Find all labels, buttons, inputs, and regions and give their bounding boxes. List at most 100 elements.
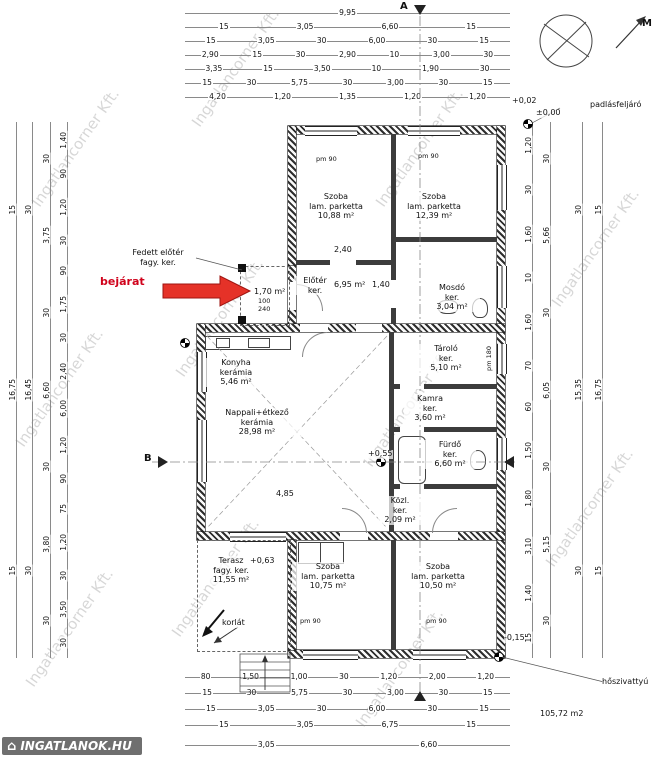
dimension-value: 6,00: [367, 35, 387, 45]
north-label: M: [642, 18, 652, 29]
wall-left-upper: [288, 126, 296, 266]
room-area: 6,60 m²: [424, 459, 476, 469]
dimension-value: 3,05: [256, 739, 276, 749]
dimension-value: 1,80: [523, 488, 533, 508]
room-name: Szoba: [402, 562, 474, 572]
dimension-value: 30: [541, 461, 551, 473]
dimension-value: 5,75: [290, 687, 309, 697]
dimension-value: 15: [481, 687, 494, 697]
dimension-value: 30: [573, 564, 583, 577]
dimension-value: 1,00: [289, 671, 309, 681]
room-label-nappali: Nappali+étkező kerámia 28,98 m²: [212, 408, 302, 437]
dimension-value: 15: [465, 719, 477, 729]
terrace-door: [230, 532, 286, 542]
level-marker-icon: [376, 457, 386, 467]
room-label-tarolo: Tároló ker. 5,10 m²: [418, 344, 474, 373]
door-gap-szoba3: [340, 532, 368, 540]
room-name: Fedett előtér: [126, 248, 190, 258]
dimension-value: 6,60: [380, 21, 400, 31]
room-name: Közl.: [378, 496, 422, 506]
dimension-value: 30: [523, 184, 533, 196]
dimension-value: 2,40: [58, 362, 68, 381]
window-szoba4: [413, 650, 466, 660]
leader-fedett-eloter: [195, 257, 243, 271]
kitchen-stove: [248, 338, 270, 348]
dimension-value: 6,05: [541, 380, 551, 400]
inner-dim: 1,40: [372, 280, 390, 290]
wardrobe: [320, 542, 344, 564]
dimension-value: 15,35: [573, 378, 583, 402]
room-label-terasz: Terasz fagy. ker. 11,55 m²: [200, 556, 262, 585]
window-szoba3: [303, 650, 358, 660]
room-area: 3,60 m²: [404, 413, 456, 423]
dimension-value: 4,20: [208, 91, 227, 101]
room-finish: ker.: [404, 403, 456, 414]
door-gap-kamra: [400, 427, 424, 432]
room-label-szoba-1: Szoba lam. parketta 10,88 m²: [300, 192, 372, 221]
door-arc: [302, 332, 327, 357]
dimension-value: 30: [315, 703, 328, 713]
railing-label: korlát: [222, 618, 245, 628]
room-name: Terasz: [200, 556, 262, 566]
door-gap-corridor: [356, 324, 382, 332]
dimension-value: 15: [218, 21, 230, 31]
dimension-value: 3,00: [386, 77, 405, 87]
door-arc: [432, 508, 457, 533]
dimension-value: 30: [41, 615, 51, 627]
dimension-value: 6,75: [380, 719, 400, 729]
wall-bottom: [288, 650, 505, 658]
room-label-szoba-4: Szoba lam. parketta 10,50 m²: [402, 562, 474, 591]
door-gap-tarolo: [400, 384, 424, 389]
dimension-value: 15: [205, 703, 217, 713]
dimension-value: 30: [23, 564, 33, 577]
wardrobe: [298, 542, 322, 564]
inner-dim: 4,85: [276, 489, 294, 499]
dimension-value: 1,60: [523, 312, 533, 332]
room-area: 12,39 m²: [398, 211, 470, 221]
room-label-konyha: Konyha kerámia 5,46 m²: [206, 358, 266, 387]
room-finish: ker.: [424, 292, 480, 303]
bathtub: [398, 436, 426, 484]
room-name: Szoba: [292, 562, 364, 572]
window-mosdo: [497, 266, 507, 308]
wall-top: [288, 126, 505, 134]
dimension-value: 30: [426, 703, 439, 713]
dimension-value: 30: [58, 570, 68, 582]
dimension-value: 3,75: [41, 226, 51, 246]
wall-left-lower: [288, 540, 296, 650]
dimension-value: 3,35: [204, 63, 224, 73]
door-gap-entrance: [288, 282, 296, 310]
wall-right: [497, 126, 505, 658]
sill-height-label: pm 90: [316, 155, 337, 164]
room-area: 11,55 m²: [200, 575, 262, 585]
room-area: 2,09 m²: [378, 515, 422, 525]
terrace-outline: [197, 540, 291, 652]
dimension-value: 1,20: [379, 671, 399, 681]
room-area: 3,04 m²: [424, 302, 480, 312]
dimension-value: 15: [7, 564, 17, 577]
dimension-value: 30: [294, 49, 307, 59]
kitchen-sink: [216, 338, 230, 348]
dimension-value: 90: [58, 265, 68, 277]
partition-center-lower: [391, 540, 396, 650]
dimension-value: 15: [478, 703, 490, 713]
dimension-value: 15: [262, 63, 274, 73]
dimension-value: 10: [523, 272, 533, 284]
room-finish: kerámia: [212, 417, 302, 428]
dimension-value: 2,90: [338, 49, 357, 59]
room-area: 10,88 m²: [300, 211, 372, 221]
room-label-eloter: Előtér ker.: [294, 276, 336, 296]
entrance-label: bejárat: [100, 275, 145, 288]
dimension-value: 1,40: [58, 131, 68, 150]
dimension-value: 30: [41, 152, 51, 165]
dimension-value: 3,80: [41, 534, 51, 554]
window-tarolo: [497, 344, 507, 374]
room-name: Nappali+étkező: [212, 408, 302, 418]
